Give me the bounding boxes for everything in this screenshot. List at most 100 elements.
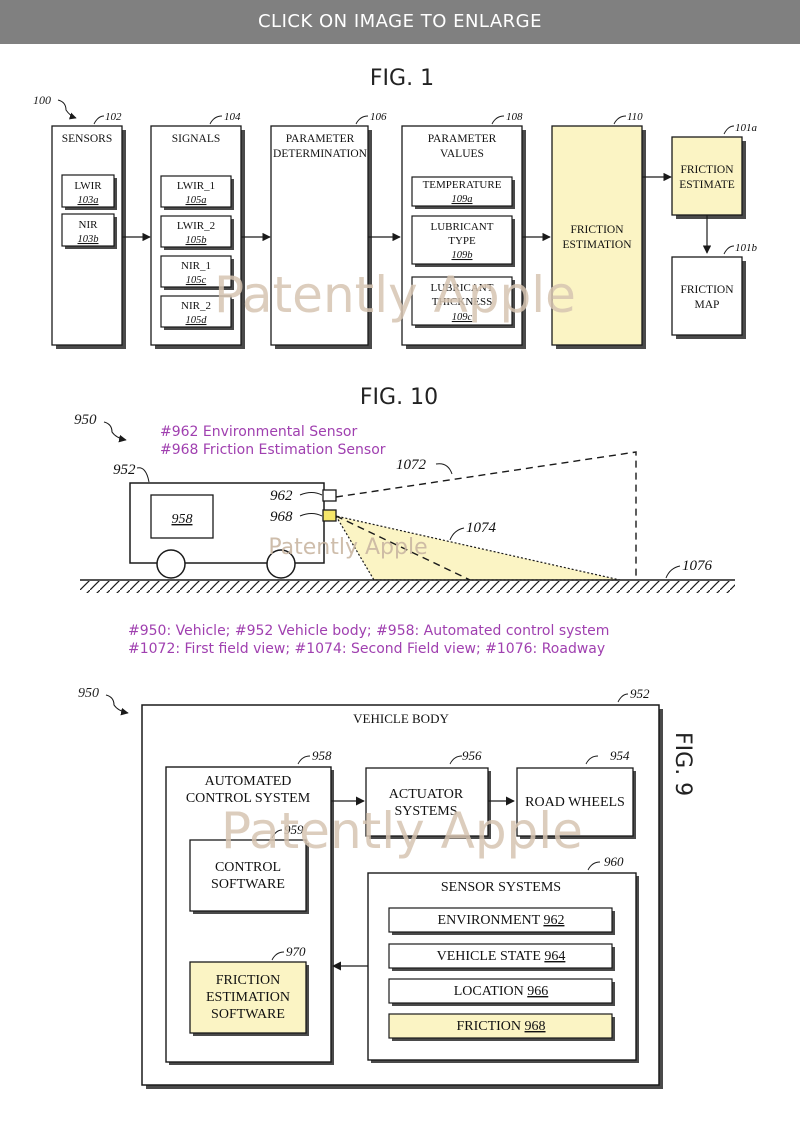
friction-map-line1: FRICTION	[680, 284, 734, 296]
sensor-lwir-ref: 103a	[78, 195, 99, 206]
parameter-determination-block: PARAMETER DETERMINATION 106	[270, 111, 387, 349]
acs-line1: AUTOMATED	[205, 774, 292, 789]
temperature-label: TEMPERATURE	[423, 179, 502, 191]
signal-lwir2-label: LWIR_2	[177, 220, 215, 232]
actuators-ref: 956	[462, 748, 482, 763]
fig10-note-friction-sensor: #968 Friction Estimation Sensor	[160, 442, 386, 458]
lubricant-thickness-ref: 109c	[452, 312, 473, 323]
sensor-environment-label: ENVIRONMENT	[438, 913, 541, 928]
control-software-box	[189, 839, 307, 912]
friction-estimation-line2: ESTIMATION	[563, 239, 633, 251]
param-values-line2: VALUES	[440, 148, 484, 160]
signals-ref: 104	[224, 111, 241, 123]
sensor-nir-ref: 103b	[78, 234, 99, 245]
fig9: FIG. 9 950 VEHICLE BODY 952 AUTOMATED CO…	[78, 686, 695, 1089]
signal-nir1-label: NIR_1	[181, 260, 211, 272]
actuators-line2: SYSTEMS	[394, 804, 457, 819]
vehicle-body-ref: 952	[113, 462, 136, 478]
sensor-environment-ref: 962	[543, 913, 564, 928]
actuators-line1: ACTUATOR	[389, 787, 464, 802]
param-values-line1: PARAMETER	[428, 133, 497, 145]
acs-ref: 958	[312, 748, 332, 763]
friction-estimation-block: FRICTION ESTIMATION 110	[551, 111, 646, 349]
sensor-location-ref: 966	[527, 984, 548, 999]
friction-map-block: FRICTION MAP 101b	[671, 242, 758, 339]
friction-estimate-line2: ESTIMATE	[679, 179, 735, 191]
param-det-line1: PARAMETER	[286, 133, 355, 145]
watermark-fig1: Patently Apple	[214, 266, 576, 324]
lubricant-thickness-line1: LUBRICANT	[431, 282, 494, 294]
road-wheels-box	[516, 767, 634, 837]
sensor-friction-ref: 968	[525, 1019, 546, 1034]
friction-estimation-ref: 110	[627, 111, 643, 123]
control-software-line2: SOFTWARE	[211, 877, 285, 892]
enlarge-banner[interactable]: CLICK ON IMAGE TO ENLARGE	[0, 0, 800, 44]
friction-estimation-software-box	[189, 961, 307, 1034]
friction-estimate-ref: 101a	[735, 122, 758, 134]
sensor-systems-ref: 960	[604, 854, 624, 869]
sensor-environment-text: ENVIRONMENT 962	[438, 913, 565, 928]
actuator-systems-box	[365, 767, 489, 837]
temperature-ref: 109a	[452, 194, 473, 205]
friction-estimate-block: FRICTION ESTIMATE 101a	[671, 122, 758, 219]
fig1-title: FIG. 1	[370, 66, 434, 91]
sensor-location-box	[388, 978, 613, 1004]
friction-map-ref: 101b	[735, 242, 758, 254]
sensor-environment-box	[388, 907, 613, 933]
friction-software-line1: FRICTION	[216, 973, 281, 988]
sensor-friction-text: FRICTION 968	[456, 1019, 545, 1034]
fig9-system-ref: 950	[78, 686, 99, 701]
first-field-of-view	[335, 451, 637, 580]
parameter-values-block: PARAMETER VALUES 108 TEMPERATURE 109a LU…	[401, 111, 526, 349]
friction-software-line3: SOFTWARE	[211, 1007, 285, 1022]
sensor-lwir-label: LWIR	[74, 180, 102, 192]
signal-lwir1-label: LWIR_1	[177, 180, 215, 192]
fig10-caption-line2: #1072: First field view; #1074: Second F…	[128, 641, 605, 657]
friction-estimation-line1: FRICTION	[570, 224, 624, 236]
vehicle-body-ref-fig9: 952	[630, 686, 650, 701]
signal-nir1-ref: 105c	[186, 275, 207, 286]
sensor-location-text: LOCATION 966	[454, 984, 549, 999]
sensors-ref: 102	[105, 111, 122, 123]
signals-title: SIGNALS	[172, 133, 221, 145]
fig1: FIG. 1 100 SENSORS 102 LWIR 103a NIR 103…	[33, 66, 758, 349]
lubricant-type-line1: LUBRICANT	[431, 221, 494, 233]
second-field-of-view-ref: 1074	[466, 520, 497, 536]
env-sensor-ref: 962	[270, 488, 293, 504]
sensor-vehicle-state-text: VEHICLE STATE 964	[437, 949, 566, 964]
sensors-block: SENSORS 102 LWIR 103a NIR 103b	[51, 111, 126, 349]
friction-map-line2: MAP	[695, 299, 720, 311]
control-software-line1: CONTROL	[215, 860, 281, 875]
sensor-nir-label: NIR	[79, 219, 99, 231]
fig9-title: FIG. 9	[670, 732, 695, 796]
param-det-line2: DETERMINATION	[273, 148, 368, 160]
vehicle-illustration: 958	[129, 482, 337, 579]
param-values-ref: 108	[506, 111, 523, 123]
friction-estimate-line1: FRICTION	[680, 164, 734, 176]
road-wheels-ref: 954	[610, 748, 630, 763]
sensors-title: SENSORS	[62, 133, 113, 145]
control-software-ref: 959	[284, 822, 304, 837]
lubricant-type-ref: 109b	[452, 250, 473, 261]
sensor-systems-label: SENSOR SYSTEMS	[441, 880, 561, 895]
sensor-friction-box	[388, 1013, 613, 1039]
sensor-friction-label: FRICTION	[456, 1019, 521, 1034]
enlarge-banner-text: CLICK ON IMAGE TO ENLARGE	[257, 11, 543, 32]
param-det-ref: 106	[370, 111, 387, 123]
fig10-caption-line1: #950: Vehicle; #952 Vehicle body; #958: …	[128, 623, 609, 639]
fig1-system-ref: 100	[33, 93, 51, 107]
roadway-ref: 1076	[682, 558, 713, 574]
signal-nir2-label: NIR_2	[181, 300, 211, 312]
friction-sensor-ref: 968	[270, 509, 293, 525]
first-field-of-view-ref: 1072	[396, 457, 427, 473]
signals-block: SIGNALS 104 LWIR_1 105a LWIR_2 105b NIR_…	[150, 111, 245, 349]
signal-lwir1-ref: 105a	[186, 195, 207, 206]
road-wheels-label: ROAD WHEELS	[525, 795, 625, 810]
watermark-fig10: Patently Apple	[268, 535, 427, 560]
sensor-vehicle-state-ref: 964	[544, 949, 565, 964]
watermark-fig9: Patently Apple	[221, 802, 583, 860]
fig10-title: FIG. 10	[360, 385, 438, 410]
vehicle-body-label: VEHICLE BODY	[353, 711, 449, 726]
lubricant-thickness-line2: THICKNESS	[432, 296, 493, 308]
